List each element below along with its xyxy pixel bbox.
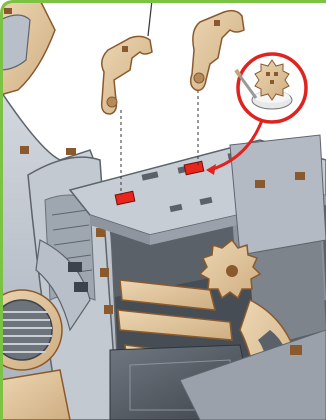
assembly-illustration bbox=[0, 0, 326, 420]
assembly-diagram bbox=[0, 0, 326, 420]
